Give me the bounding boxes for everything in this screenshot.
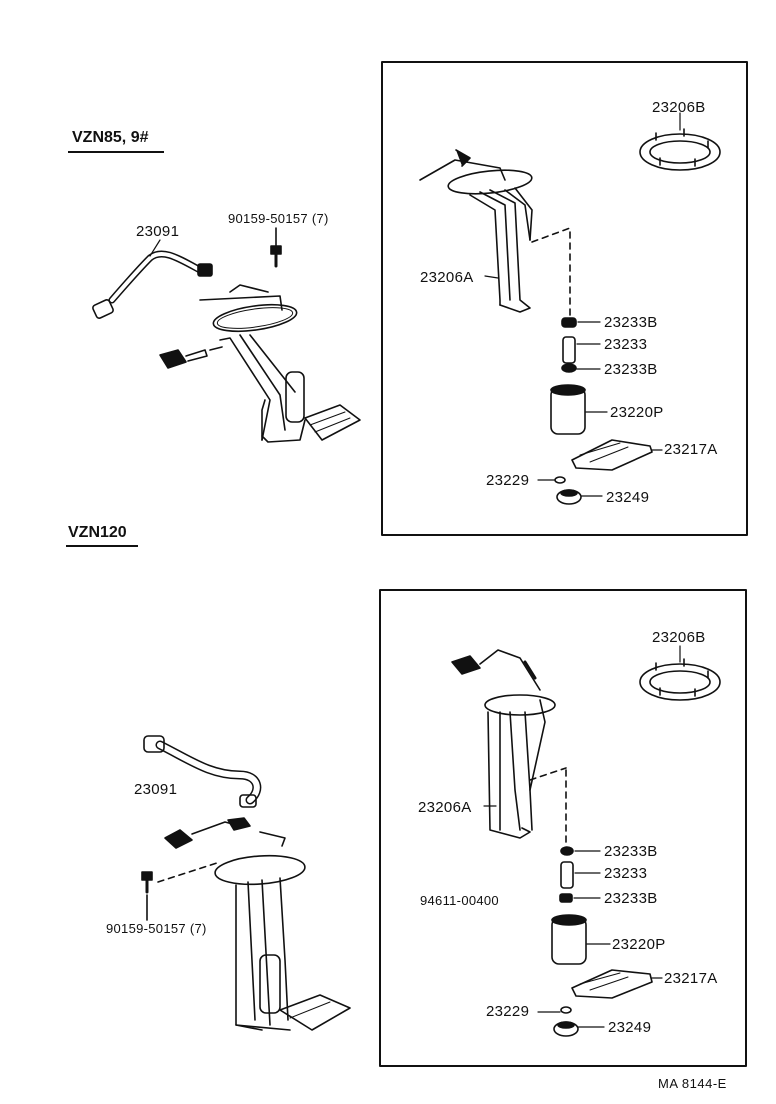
bottom-label-cushion-lower: 23233B <box>604 890 658 907</box>
top-label-pump: 23220P <box>610 404 664 421</box>
top-label-hose: 23091 <box>136 223 180 240</box>
bottom-leaders <box>483 645 681 1028</box>
top-label-clip: 23229 <box>486 472 530 489</box>
top-plate-23206B <box>639 128 721 171</box>
bottom-label-plate: 23206B <box>652 629 706 646</box>
top-exploded-box <box>381 61 748 536</box>
top-hose-23091 <box>92 250 213 319</box>
top-label-filter: 23217A <box>664 441 718 458</box>
bottom-label-cushion: 23233 <box>604 865 648 882</box>
top-exploded-stack <box>550 317 653 505</box>
bottom-label-part-no: 94611-00400 <box>420 893 499 908</box>
bottom-model-underline <box>66 545 138 547</box>
bottom-label-grommet: 23249 <box>608 1019 652 1036</box>
bottom-pump-assembly <box>164 817 351 1031</box>
top-label-screw: 90159-50157 (7) <box>228 211 329 226</box>
top-label-cushion-upper: 23233B <box>604 314 658 331</box>
top-label-grommet: 23249 <box>606 489 650 506</box>
bottom-exploded-box <box>379 589 747 1067</box>
bottom-plate-23206B <box>639 658 721 701</box>
bottom-label-clip: 23229 <box>486 1003 530 1020</box>
top-model-header: VZN85, 9# <box>72 129 149 146</box>
bottom-label-hose: 23091 <box>134 781 178 798</box>
top-label-cushion-lower: 23233B <box>604 361 658 378</box>
bottom-label-cushion-upper: 23233B <box>604 843 658 860</box>
bottom-exploded-stack <box>551 846 653 1037</box>
top-label-cushion: 23233 <box>604 336 648 353</box>
top-pump-assembly <box>159 284 361 443</box>
bottom-label-pump: 23220P <box>612 936 666 953</box>
top-model-underline <box>68 151 164 153</box>
top-leaders <box>149 112 681 497</box>
bottom-label-bracket: 23206A <box>418 799 472 816</box>
bottom-model-header: VZN120 <box>68 524 127 541</box>
top-label-plate: 23206B <box>652 99 706 116</box>
bottom-label-filter: 23217A <box>664 970 718 987</box>
bottom-screw-90159 <box>141 861 221 921</box>
top-label-bracket: 23206A <box>420 269 474 286</box>
top-screw-90159 <box>270 227 282 268</box>
bottom-bracket-23206A <box>451 649 567 849</box>
bottom-label-screw: 90159-50157 (7) <box>106 921 207 936</box>
footer-ref: MA 8144-E <box>658 1076 727 1091</box>
bottom-hose-23091 <box>143 735 262 808</box>
top-bracket-23206A <box>419 149 571 319</box>
